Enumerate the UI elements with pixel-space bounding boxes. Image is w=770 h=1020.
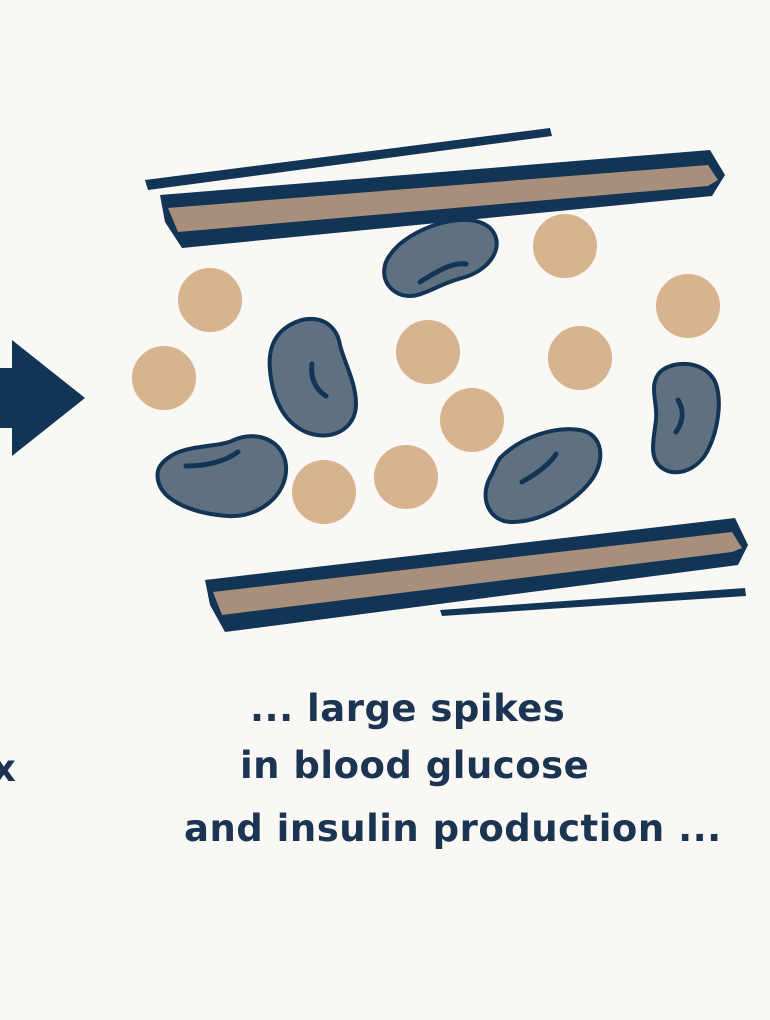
glucose-molecule-icon xyxy=(440,388,504,452)
vessel-top-wall xyxy=(145,128,725,248)
glucose-molecule-icon xyxy=(533,214,597,278)
blood-cell-icon xyxy=(382,217,499,298)
glucose-molecule-icon xyxy=(374,445,438,509)
caption-line-2: in blood glucose xyxy=(240,744,590,787)
blood-cell-icon xyxy=(651,362,721,475)
right-arrow-icon xyxy=(0,340,85,456)
glucose-molecule-icon xyxy=(656,274,720,338)
glucose-molecule-icon xyxy=(396,320,460,384)
glucose-molecule-icon xyxy=(132,346,196,410)
blood-cells xyxy=(155,217,721,525)
blood-cell-icon xyxy=(483,427,603,525)
glucose-molecule-icon xyxy=(548,326,612,390)
blood-cell-icon xyxy=(267,316,359,438)
caption-line-1: ... large spikes xyxy=(250,687,566,730)
caption-fragment-left: x xyxy=(0,747,17,790)
glucose-molecule-icon xyxy=(292,460,356,524)
caption-line-3: and insulin production ... xyxy=(184,807,722,850)
vessel-bottom-wall xyxy=(205,518,748,632)
glucose-molecules xyxy=(132,214,720,524)
blood-cell-icon xyxy=(155,434,289,519)
glucose-molecule-icon xyxy=(178,268,242,332)
